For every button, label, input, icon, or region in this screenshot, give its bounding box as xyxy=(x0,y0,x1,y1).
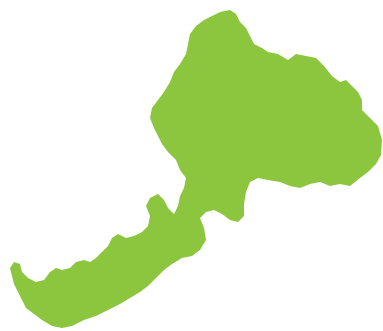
region-shape xyxy=(10,10,382,328)
